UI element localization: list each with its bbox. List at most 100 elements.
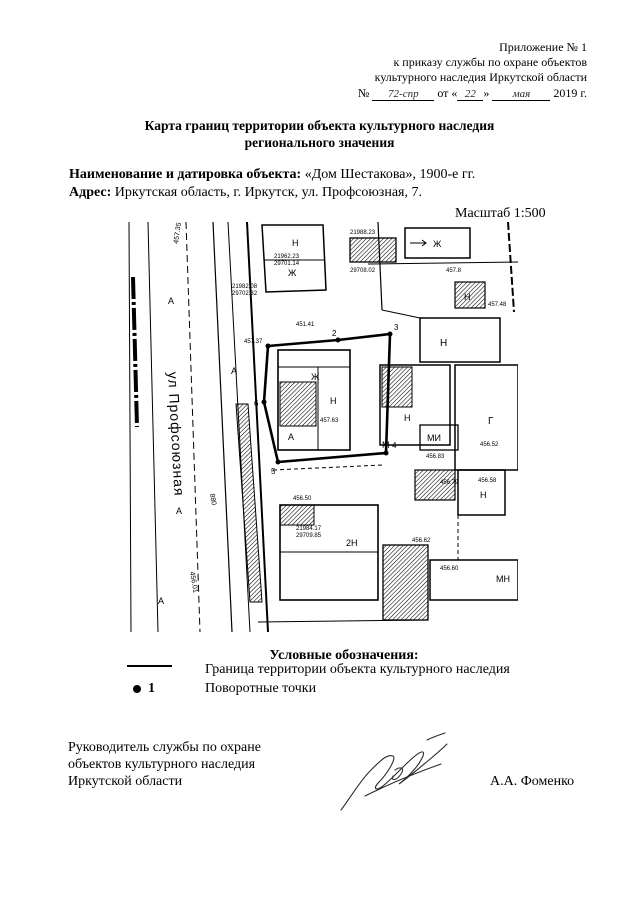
- boundary-map: 2 3 4 5 6 ул Профсоюзная 457.35 21962.23…: [128, 222, 518, 632]
- order-from-label: от «: [437, 86, 458, 100]
- object-address-line: Адрес: Иркутская область, г. Иркутск, ул…: [69, 185, 422, 201]
- building-code: МН: [496, 574, 510, 584]
- building-code: Ж: [311, 372, 320, 382]
- elevation-label: 457.48: [488, 302, 507, 308]
- legend-boundary-label: Граница территории объекта культурного н…: [205, 662, 510, 677]
- signatory-position-line3: Иркутской области: [68, 774, 183, 789]
- building-code: МИ: [427, 433, 441, 443]
- elevation-label: 456.62: [412, 538, 431, 544]
- building: [379, 364, 451, 446]
- turning-point-label: 4: [392, 441, 397, 450]
- turning-point-label: 3: [394, 323, 399, 332]
- elevation-label: 456.79: [440, 480, 459, 486]
- building-code: 2Н: [346, 538, 358, 548]
- elevation-label: 456.58: [478, 478, 497, 484]
- turning-point-marker: [335, 337, 341, 343]
- order-day-handwritten: 22: [457, 88, 484, 101]
- coordinate-label: 21984.17: [296, 526, 322, 532]
- elevation-label: 456.01: [188, 571, 199, 593]
- hatched-strip: [235, 403, 263, 603]
- building-code: Ж: [288, 268, 297, 278]
- building: [404, 227, 471, 259]
- handwritten-signature: [340, 732, 448, 811]
- building: [349, 237, 397, 263]
- fence-line: [272, 464, 384, 471]
- order-year: 2019 г.: [553, 86, 587, 100]
- document-title-line2: регионального значения: [244, 135, 395, 150]
- signatory-name: А.А. Фоменко: [490, 774, 575, 789]
- order-close-quote: »: [483, 86, 490, 100]
- building: [454, 281, 486, 309]
- document-title-line1: Карта границ территории объекта культурн…: [144, 118, 495, 133]
- elevation-label: 457.63: [320, 418, 339, 424]
- map-left-edge-marks: [131, 276, 139, 428]
- object-name-value: «Дом Шестакова», 1900-е гг.: [304, 167, 476, 182]
- coordinate-label: 29702.32: [232, 291, 258, 297]
- elevation-label: 451.41: [296, 322, 315, 328]
- building-code: А: [288, 432, 294, 442]
- coordinate-label: 21962.23: [274, 254, 300, 260]
- property-line: [246, 222, 269, 632]
- appendix-number: Приложение № 1: [499, 40, 587, 54]
- fence-line: [381, 309, 421, 319]
- turning-point-marker: [275, 459, 281, 465]
- object-address-label: Адрес:: [69, 185, 112, 200]
- order-number-sign: №: [357, 86, 370, 100]
- building-code: Г: [488, 416, 494, 427]
- street-name: ул Профсоюзная: [165, 371, 188, 497]
- object-building: [277, 349, 351, 451]
- building-code: А: [168, 296, 174, 306]
- signature-stroke: [340, 743, 448, 811]
- elevation-label: 457.37: [244, 339, 263, 345]
- elevation-label: 456.60: [440, 566, 459, 572]
- building-code: М: [382, 440, 390, 450]
- coordinate-label: 29708.02: [350, 268, 376, 274]
- fence-line: [367, 261, 518, 265]
- legend-point-label: Поворотные точки: [205, 681, 317, 696]
- signatory-position-line2: объектов культурного наследия: [68, 757, 256, 772]
- building: [419, 424, 459, 451]
- map-left-border: [128, 222, 132, 632]
- building-code: А: [176, 506, 182, 516]
- elevation-label: 456.52: [480, 442, 499, 448]
- legend-point-symbol: [133, 685, 141, 693]
- elevation-label: 457.8: [446, 268, 462, 274]
- building-code: Н: [330, 396, 337, 406]
- object-name-label: Наименование и датировка объекта:: [69, 167, 302, 182]
- building-code: Ж: [433, 239, 442, 249]
- building: [429, 559, 518, 601]
- arrow: [410, 239, 427, 247]
- coordinate-label: 21988.23: [350, 230, 376, 236]
- building: [414, 469, 456, 501]
- building-code: А: [231, 366, 237, 376]
- building: [457, 469, 506, 516]
- building-code: Н: [440, 338, 447, 349]
- elevation-label: 456.83: [426, 454, 445, 460]
- appendix-order-line: к приказу службы по охране объектов: [393, 55, 587, 69]
- turning-point-label: 6: [254, 399, 259, 408]
- turning-point-marker: [387, 331, 393, 337]
- building-code: Н: [480, 490, 487, 500]
- elevation-label: 880: [208, 493, 217, 506]
- signature-stroke: [364, 763, 442, 797]
- signature-stroke: [392, 732, 446, 781]
- red-line: [185, 222, 201, 632]
- coordinate-label: 29709.85: [296, 533, 322, 539]
- fence-line: [377, 222, 383, 311]
- turning-point-label: 5: [271, 467, 276, 476]
- signatory-position-line1: Руководитель службы по охране: [68, 740, 261, 755]
- legend-point-sample-number: 1: [148, 681, 155, 696]
- legend-boundary-symbol: [127, 665, 172, 667]
- fence-line: [507, 222, 515, 313]
- object-name-line: Наименование и датировка объекта: «Дом Ш…: [69, 167, 475, 183]
- building-code: Н: [292, 238, 299, 248]
- building-part: [279, 381, 317, 427]
- order-reference: № 72-спр от «22» мая 2019 г.: [358, 86, 587, 101]
- turning-point-marker: [261, 399, 267, 405]
- elevation-label: 456.50: [293, 496, 312, 502]
- building: [261, 224, 327, 293]
- building-code: Н: [464, 292, 471, 302]
- coordinate-label: 21982.08: [232, 284, 258, 290]
- road-edge-line: [147, 222, 159, 632]
- building: [419, 317, 501, 363]
